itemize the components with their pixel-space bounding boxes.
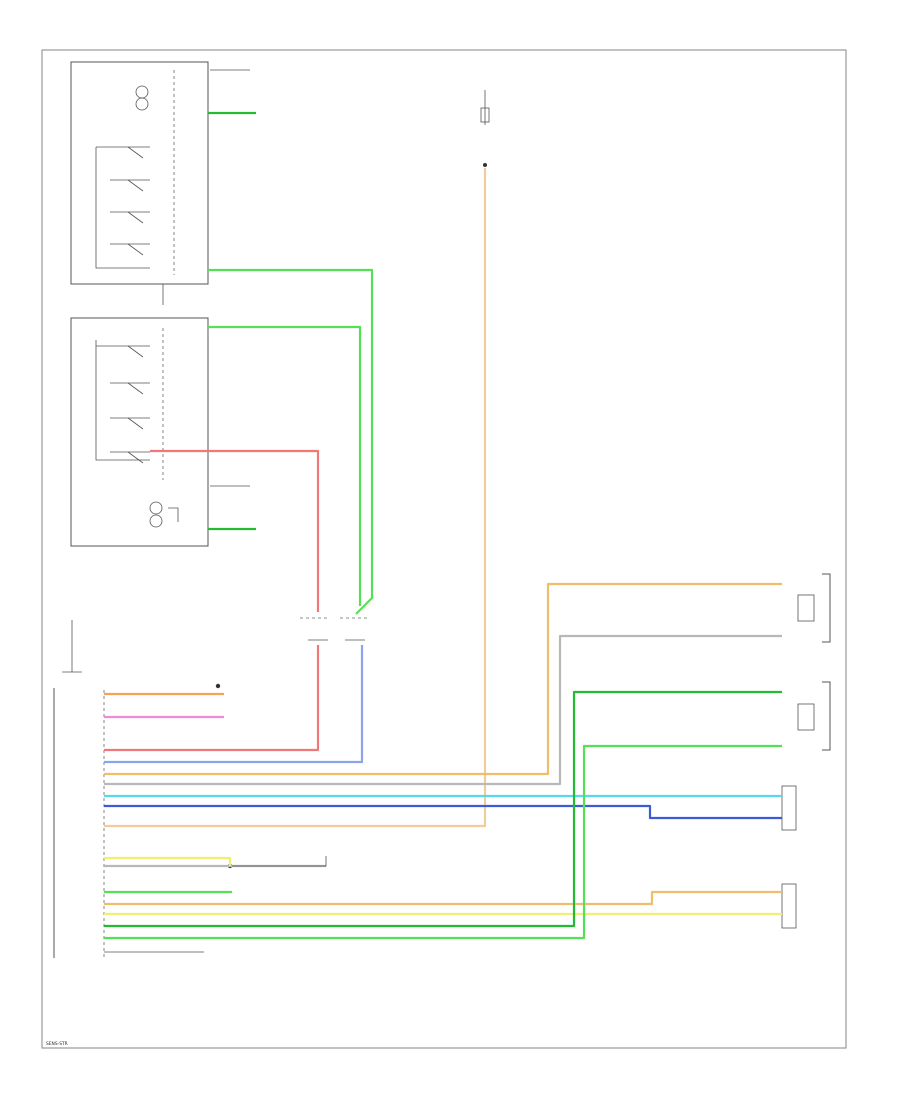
wire-green-right-front (104, 690, 782, 928)
wire-blue-right-rear (104, 804, 782, 820)
wires (104, 111, 782, 940)
left-front-speaker-cone (797, 594, 815, 622)
left-lamp-symbol (135, 85, 149, 99)
right-front-speaker-cone (797, 703, 815, 731)
left-rear-speaker-box (781, 883, 797, 929)
wire-red-radio-steering (104, 645, 320, 752)
wire-orange-fuse-feed (104, 168, 487, 828)
diagram-frame (41, 49, 847, 1049)
speakers (781, 573, 831, 929)
fuse-element (480, 107, 490, 123)
fuse (480, 90, 490, 167)
left-front-speaker-housing (822, 573, 831, 643)
wire-tan-left-front (104, 582, 782, 776)
right-switch-contact-1 (127, 345, 144, 358)
terminal-arrows (104, 69, 327, 953)
fuse-terminal (483, 163, 487, 167)
right-lamp-symbol (149, 501, 163, 515)
splice-orange (215, 683, 221, 689)
wire-tan-left-rear (104, 890, 782, 906)
clockspring-assembly (300, 617, 370, 641)
wire-yellow-radio (104, 856, 232, 866)
left-switch-bus (95, 147, 150, 269)
right-switch-contact-3 (127, 417, 144, 430)
left-switch-contact-2 (127, 179, 144, 192)
terminal-ground-lead (232, 856, 327, 867)
wire-lightgreen-right-front (104, 744, 782, 940)
wire-green-left-switch (208, 268, 374, 615)
right-switch-contact-4 (127, 451, 144, 464)
wire-blue-radio-steering (104, 645, 364, 764)
wire-gray-left-front (104, 634, 782, 786)
wire-red-switch-signal (150, 449, 320, 612)
left-switch-assembly (70, 61, 209, 305)
right-lamp-symbol-2 (149, 514, 163, 528)
right-front-speaker-housing (822, 681, 831, 751)
radio-connector (53, 620, 233, 958)
left-switch-box (70, 61, 209, 285)
right-lamp-lead (168, 507, 179, 522)
right-switch-assembly (70, 317, 209, 547)
right-switch-box (70, 317, 209, 547)
right-switch-bus (95, 340, 150, 461)
wire-green-right-switch (208, 325, 362, 606)
left-switch-contact-4 (127, 243, 144, 256)
left-switch-contact-3 (127, 211, 144, 224)
right-rear-speaker-box (781, 785, 797, 831)
left-lamp-symbol-2 (135, 97, 149, 111)
left-switch-contact-1 (127, 146, 144, 159)
diagram-footer-code: SENS-STR (46, 1041, 68, 1047)
right-switch-contact-2 (127, 382, 144, 395)
